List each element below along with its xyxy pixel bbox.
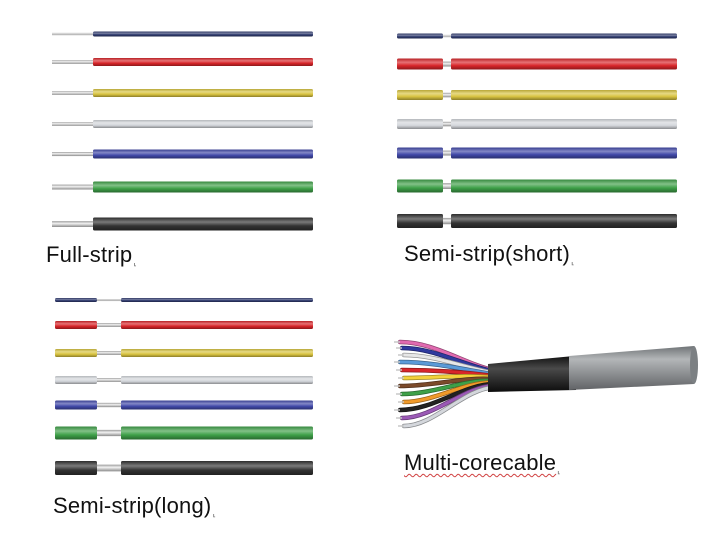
panel-full-strip: Full-strip⸤ xyxy=(0,0,360,280)
semi-strip-short-wire xyxy=(397,58,677,70)
semi-strip-short-wire xyxy=(397,119,677,129)
caption-semi-strip-short-mark: ⸤ xyxy=(570,256,575,266)
full-strip-wire xyxy=(52,58,313,66)
caption-semi-strip-short-text: Semi-strip(short) xyxy=(404,241,570,266)
semi-strip-long-wire xyxy=(55,376,313,384)
caption-full-strip-mark: ⸤ xyxy=(133,257,138,267)
panel-semi-strip-short: Semi-strip(short)⸤ xyxy=(364,0,728,280)
semi-strip-long-wire xyxy=(55,321,313,329)
semi-strip-short-wire xyxy=(397,33,677,39)
full-strip-wire xyxy=(52,120,313,128)
panel-semi-strip-long: Semi-strip(long)⸤ xyxy=(0,280,360,535)
semi-strip-short-wire xyxy=(397,90,677,100)
caption-semi-strip-long-mark: ⸤ xyxy=(212,508,217,518)
full-strip-wire xyxy=(52,217,313,231)
full-strip-wire xyxy=(52,181,313,193)
cable-end xyxy=(690,346,698,384)
caption-multi-core-cable: Multi-corecable⸤ xyxy=(404,450,561,476)
caption-full-strip: Full-strip⸤ xyxy=(46,242,137,268)
cable-conductor xyxy=(398,384,497,429)
semi-strip-short-wire xyxy=(397,147,677,159)
multi-core-cable-illustration xyxy=(394,339,698,429)
shrink-sleeve xyxy=(488,356,576,392)
caption-multi-core-cable-text: Multi-corecable xyxy=(404,450,557,475)
semi-strip-short-wires xyxy=(397,33,677,228)
full-strip-wire xyxy=(52,89,313,97)
semi-strip-long-wire xyxy=(55,461,313,475)
semi-strip-long-wire xyxy=(55,298,313,302)
full-strip-wire xyxy=(52,149,313,159)
semi-strip-short-wire xyxy=(397,214,677,228)
caption-semi-strip-long-text: Semi-strip(long) xyxy=(53,493,212,518)
full-strip-wire xyxy=(52,31,313,37)
full-strip-wires xyxy=(52,31,313,231)
semi-strip-long-wire xyxy=(55,426,313,440)
caption-full-strip-text: Full-strip xyxy=(46,242,133,267)
semi-strip-long-wires xyxy=(55,298,313,475)
caption-multi-core-cable-mark: ⸤ xyxy=(557,465,561,475)
semi-strip-long-wire xyxy=(55,400,313,410)
semi-strip-long-wire xyxy=(55,349,313,357)
caption-semi-strip-short: Semi-strip(short)⸤ xyxy=(404,241,575,267)
cable-jacket xyxy=(569,346,697,390)
caption-semi-strip-long: Semi-strip(long)⸤ xyxy=(53,493,216,519)
semi-strip-short-wire xyxy=(397,179,677,193)
panel-multi-core-cable: Multi-corecable⸤ xyxy=(364,280,728,535)
